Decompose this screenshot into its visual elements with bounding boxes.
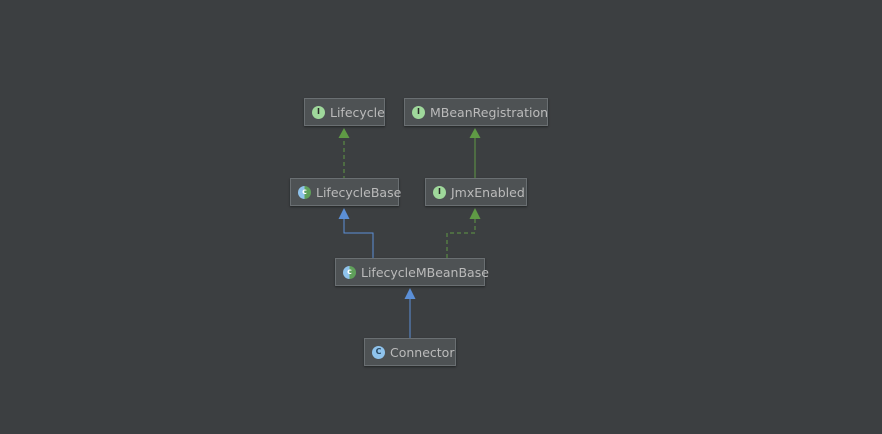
abstract-class-icon: c (343, 265, 356, 279)
node-connector[interactable]: C Connector (364, 338, 456, 366)
interface-icon: I (412, 105, 425, 119)
edge-lifecyclembeanbase-implements-jmxenabled (446, 208, 481, 258)
edge-connector-extends-lifecyclembeanbase (404, 288, 416, 338)
node-label: Lifecycle (330, 104, 385, 120)
node-jmxenabled[interactable]: I JmxEnabled (425, 178, 527, 206)
node-lifecyclebase[interactable]: c LifecycleBase (290, 178, 402, 206)
edge-lifecyclembeanbase-extends-lifecyclebase (338, 208, 374, 258)
node-label: LifecycleBase (316, 184, 402, 200)
node-lifecyclembeanbase[interactable]: c LifecycleMBeanBase (335, 258, 489, 286)
node-label: MBeanRegistration (430, 104, 549, 120)
node-label: JmxEnabled (451, 184, 525, 200)
edge-lifecyclebase-implements-lifecycle (338, 128, 350, 180)
node-label: Connector (390, 344, 455, 360)
edge-jmxenabled-extends-mbeanregistration (469, 128, 481, 180)
class-icon: C (372, 345, 385, 359)
node-label: LifecycleMBeanBase (361, 264, 489, 280)
node-lifecycle[interactable]: I Lifecycle (304, 98, 385, 126)
abstract-class-icon: c (298, 185, 311, 199)
node-mbeanregistration[interactable]: I MBeanRegistration (404, 98, 548, 126)
interface-icon: I (312, 105, 325, 119)
interface-icon: I (433, 185, 446, 199)
